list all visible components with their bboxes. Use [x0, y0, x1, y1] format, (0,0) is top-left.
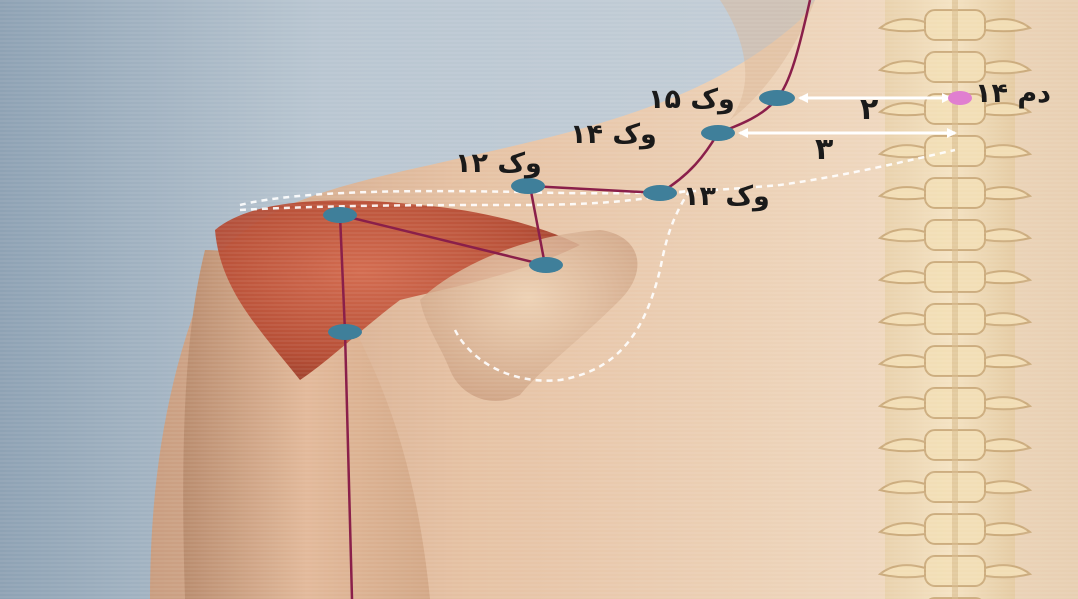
label-si14: وک ۱۴ — [570, 121, 657, 148]
point-si11 — [529, 257, 563, 273]
point-si9 — [328, 324, 362, 340]
label-si15: وک ۱۵ — [648, 86, 735, 113]
distance-label-top: ۲ — [860, 95, 878, 125]
label-si12: وک ۱۲ — [455, 150, 542, 177]
point-si13 — [643, 185, 677, 201]
distance-label-bottom: ۳ — [815, 135, 833, 165]
point-si14 — [701, 125, 735, 141]
point-si15 — [759, 90, 795, 106]
point-si10 — [323, 207, 357, 223]
label-si13: وک ۱۳ — [683, 183, 770, 210]
point-si12 — [511, 178, 545, 194]
point-du14 — [948, 91, 972, 105]
label-du14: دم ۱۴ — [975, 80, 1051, 107]
